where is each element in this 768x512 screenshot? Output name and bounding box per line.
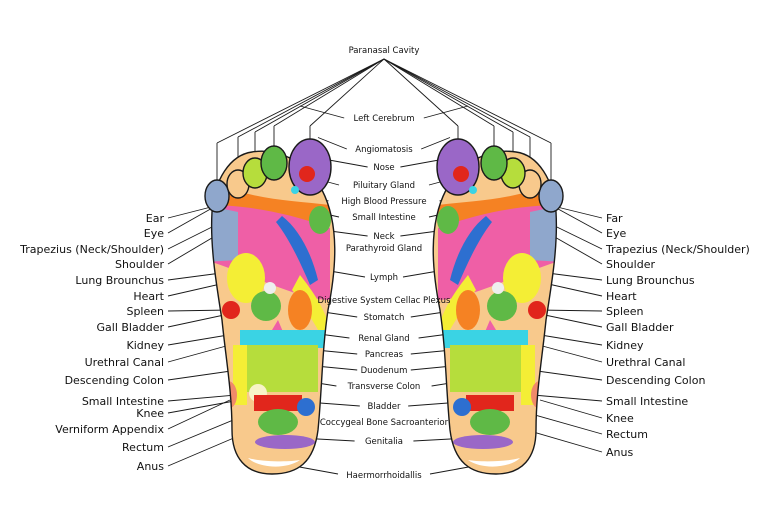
leader-line-right-10	[529, 369, 603, 381]
label-right-descending-colon: Descending Colon	[606, 374, 705, 387]
label-center-renal-gland: Renal Gland	[358, 334, 409, 344]
label-right-knee: Knee	[606, 412, 634, 425]
leader-line-center-r1	[421, 137, 451, 150]
label-right-heart: Heart	[606, 290, 637, 303]
label-left-heart: Heart	[133, 290, 164, 303]
label-haermorrhoidallis: Haermorrhoidallis	[346, 471, 422, 481]
leader-line-top-l3	[273, 58, 385, 127]
label-center-bladder: Bladder	[368, 402, 401, 412]
label-left-lung-brounchus: Lung Brounchus	[75, 274, 164, 287]
leader-line-top-r4	[383, 58, 459, 127]
label-right-gall-bladder: Gall Bladder	[606, 321, 674, 334]
label-center-coccygeal-bone-sacroanterior: Coccygeal Bone Sacroanterior	[320, 418, 449, 428]
label-right-lung-brounchus: Lung Brounchus	[606, 274, 695, 287]
label-right-rectum: Rectum	[606, 428, 648, 441]
label-center-high-blood-pressure: High Blood Pressure	[341, 197, 426, 207]
label-center-duodenum: Duodenum	[361, 366, 408, 376]
label-right-anus: Anus	[606, 446, 633, 459]
label-left-spleen: Spleen	[126, 305, 164, 318]
label-center-pancreas: Pancreas	[365, 350, 404, 360]
label-left-urethral-canal: Urethral Canal	[85, 356, 164, 369]
label-center-piluitary-gland: Piluitary Gland	[353, 181, 415, 191]
label-right-kidney: Kidney	[606, 339, 644, 352]
label-center-left-cerebrum: Left Cerebrum	[354, 114, 415, 124]
leader-line-top-r0	[383, 58, 552, 144]
leader-line-top-l1	[237, 58, 385, 138]
leader-line-left-10	[167, 369, 239, 381]
label-right-far: Far	[606, 212, 623, 225]
label-left-gall-bladder: Gall Bladder	[97, 321, 165, 334]
leader-line-left-12	[167, 399, 241, 414]
leader-line-left-13	[167, 399, 231, 430]
left-foot	[204, 138, 336, 475]
right-foot	[432, 138, 564, 475]
label-left-ear: Ear	[146, 212, 165, 225]
label-paranasal-cavity: Paranasal Cavity	[349, 46, 420, 56]
label-left-small-intestine: Small Intestine	[82, 395, 164, 408]
label-right-eye: Eye	[606, 227, 626, 240]
leader-line-right-0	[552, 205, 603, 219]
label-left-descending-colon: Descending Colon	[65, 374, 164, 387]
leader-line-top-l2	[254, 58, 385, 133]
label-center-digestive-system-cellac-plexus: Digestive System Cellac Plexus	[318, 296, 451, 306]
leader-line-top-l0	[216, 58, 385, 144]
label-center-stomatch: Stomatch	[364, 313, 405, 323]
label-center-genitalia: Genitalia	[365, 437, 403, 447]
leader-line-top-r3	[383, 58, 495, 127]
label-left-shoulder: Shoulder	[115, 258, 164, 271]
label-center-transverse-colon: Transverse Colon	[347, 382, 421, 392]
leader-line-center-l1	[317, 137, 347, 150]
label-left-rectum: Rectum	[122, 441, 164, 454]
right-toes	[436, 138, 564, 213]
label-left-trapezius-neck-shoulder: Trapezius (Neck/Shoulder)	[19, 243, 164, 256]
label-right-shoulder: Shoulder	[606, 258, 655, 271]
label-center-angiomatosis: Angiomatosis	[355, 145, 413, 155]
leader-line-top-r1	[383, 58, 531, 138]
label-center-small-intestine: Small Intestine	[352, 213, 416, 223]
label-center-lymph: Lymph	[370, 273, 398, 283]
label-right-urethral-canal: Urethral Canal	[606, 356, 685, 369]
leader-line-top-r2	[383, 58, 514, 133]
label-right-trapezius-neck-shoulder: Trapezius (Neck/Shoulder)	[605, 243, 750, 256]
label-left-kidney: Kidney	[126, 339, 164, 352]
label-right-spleen: Spleen	[606, 305, 644, 318]
label-center-neck: Neck	[373, 232, 394, 242]
leader-line-center-r0	[423, 105, 469, 119]
label-center-nose: Nose	[373, 163, 394, 173]
label-left-eye: Eye	[144, 227, 164, 240]
left-toes	[204, 138, 332, 213]
label-left-anus: Anus	[137, 460, 164, 473]
leader-line-right-12	[539, 399, 603, 419]
leader-line-center-l0	[299, 105, 345, 119]
label-right-small-intestine: Small Intestine	[606, 395, 688, 408]
label-left-knee: Knee	[136, 407, 164, 420]
label-left-verniform-appendix: Verniform Appendix	[55, 423, 164, 436]
leader-line-top-l4	[309, 58, 385, 127]
label-center-parathyroid-gland: Parathyroid Gland	[346, 244, 422, 254]
leader-line-left-0	[167, 205, 216, 219]
